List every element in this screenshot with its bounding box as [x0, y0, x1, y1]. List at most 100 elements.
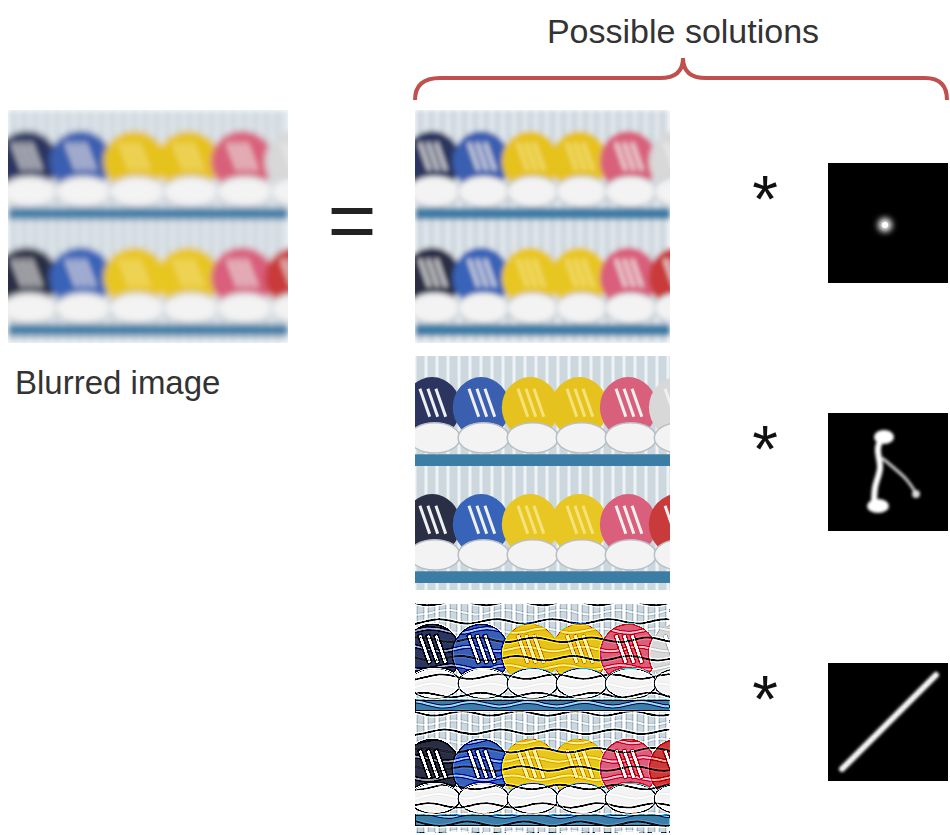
blur-kernel: [828, 413, 948, 531]
shoe-lace: [632, 389, 642, 417]
shoe-lace: [245, 143, 256, 171]
shoe-lace: [485, 389, 495, 417]
shoe-sole: [55, 293, 111, 323]
ringing-artifact: [415, 794, 670, 799]
shoe-lace: [191, 259, 202, 287]
equals-sign: =: [327, 178, 376, 262]
shoe-sole: [654, 423, 670, 453]
ringing-artifact: [415, 684, 670, 688]
shoe-sole: [556, 540, 607, 570]
ringing-artifact: [415, 821, 670, 826]
shelf-bar: [415, 208, 670, 220]
ringing-artifact: [415, 812, 670, 817]
shoe-lace: [632, 143, 642, 171]
shoe-lace: [485, 750, 495, 778]
shoe-sole: [415, 423, 460, 453]
ringing-artifact: [415, 757, 670, 762]
ringing-artifact: [415, 619, 670, 624]
shoe-sole: [415, 176, 460, 206]
shoe-sole: [605, 423, 656, 453]
solution-photo: [415, 603, 670, 833]
shoe-sole: [654, 176, 670, 206]
shoe-sole: [217, 176, 273, 206]
solution-photo: [415, 356, 670, 590]
shoe-lace: [632, 750, 642, 778]
shoe-lace: [583, 750, 593, 778]
blur-kernel: [828, 663, 948, 781]
shelf-bar: [415, 454, 670, 466]
kernel-dot: [878, 218, 892, 232]
ringing-artifact: [415, 646, 670, 651]
convolution-operator: *: [752, 416, 778, 482]
photo-content: [415, 110, 670, 343]
kernel-background: [828, 663, 948, 781]
ringing-artifact: [415, 711, 670, 715]
shoe-lace: [485, 506, 495, 534]
shoe-lace: [137, 143, 148, 171]
shoe-sole: [415, 293, 460, 323]
shoe-lace: [632, 259, 642, 287]
shoe-lace: [137, 259, 148, 287]
shoe-lace: [632, 506, 642, 534]
photo-content: [415, 603, 670, 833]
ringing-artifact: [415, 637, 670, 642]
ringing-artifact: [415, 610, 670, 615]
convolution-operator: *: [752, 666, 778, 732]
shelf-bar: [8, 324, 288, 336]
shoe-lace: [583, 143, 593, 171]
shoe-sole: [556, 293, 607, 323]
shoe-sole: [654, 293, 670, 323]
shoe-lace: [436, 506, 446, 534]
kernel-trace: [874, 435, 883, 505]
shoe-lace: [583, 389, 593, 417]
ringing-artifact: [415, 664, 670, 669]
shoe-lace: [665, 259, 670, 287]
shoe-sole: [55, 176, 111, 206]
ringing-artifact: [415, 603, 670, 605]
shoe-lace: [283, 259, 288, 287]
kernel-trace: [882, 458, 916, 493]
shoe-lace: [665, 506, 670, 534]
shoe-sole: [605, 293, 656, 323]
shoe-sole: [8, 293, 58, 323]
shoe-sole: [458, 176, 509, 206]
shoe-lace: [485, 143, 495, 171]
kernel-background: [828, 163, 948, 283]
shoe-sole: [605, 540, 656, 570]
shoe-lace: [283, 143, 288, 171]
shoe-lace: [583, 259, 593, 287]
shoe-sole: [217, 293, 273, 323]
shoe-sole: [654, 540, 670, 570]
shoe-lace: [436, 259, 446, 287]
heading-label: Possible solutions: [547, 14, 819, 48]
ringing-artifact: [415, 628, 670, 633]
shoe-sole: [458, 423, 509, 453]
ringing-artifact: [415, 785, 670, 790]
photo-content: [8, 110, 288, 343]
shoe-lace: [29, 259, 40, 287]
ringing-artifact: [415, 656, 670, 660]
kernel-blob: [874, 430, 894, 444]
photo-content: [415, 356, 670, 590]
shoe-lace: [83, 259, 94, 287]
caption-label: Blurred image: [15, 366, 220, 399]
shoe-lace: [665, 143, 670, 171]
ringing-artifact: [415, 766, 670, 770]
shoe-sole: [507, 176, 558, 206]
ringing-artifact: [415, 739, 670, 743]
kernel-blob: [912, 490, 920, 498]
shoe-sole: [605, 176, 656, 206]
shoe-lace: [534, 750, 544, 778]
shoe-sole: [556, 176, 607, 206]
ringing-artifact: [415, 775, 670, 780]
shoe-lace: [665, 389, 670, 417]
blur-kernel: [828, 163, 948, 283]
shoe-sole: [415, 784, 460, 814]
shoe-sole: [163, 176, 219, 206]
shoe-sole: [458, 293, 509, 323]
shoe-sole: [507, 423, 558, 453]
shoe-lace: [534, 259, 544, 287]
ringing-artifact: [415, 831, 670, 833]
